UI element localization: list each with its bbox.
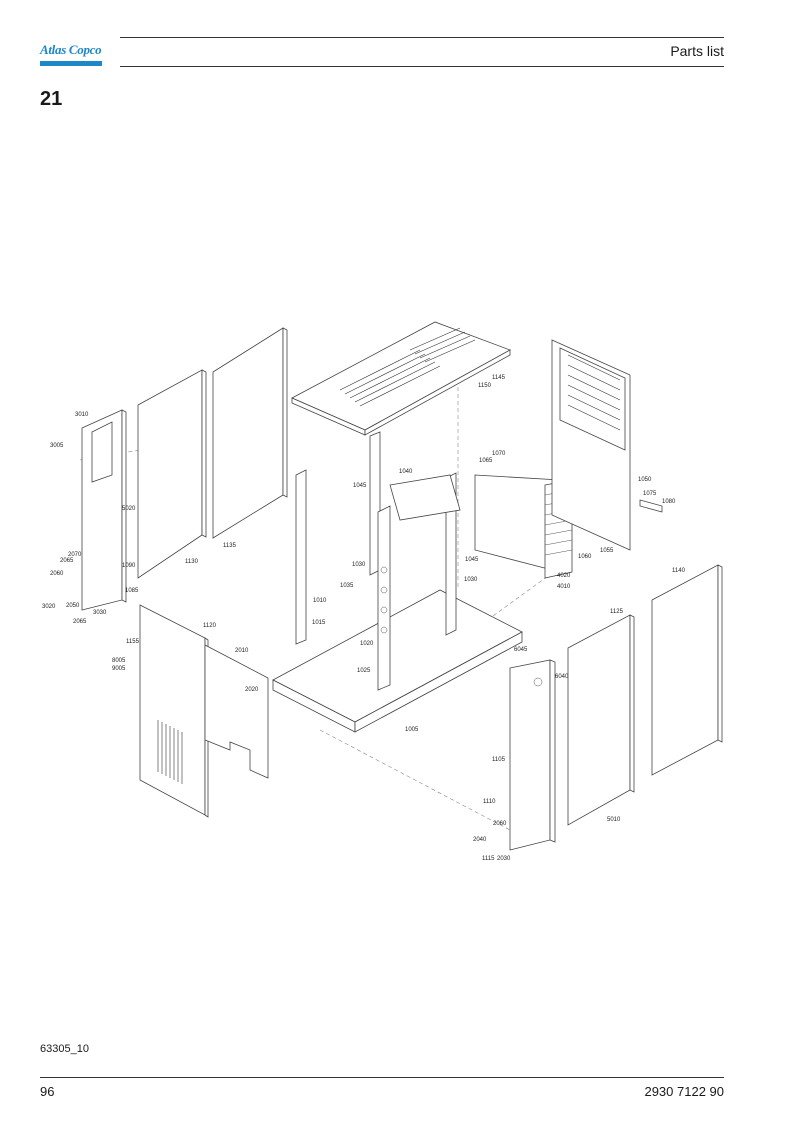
page-number: 96 — [40, 1084, 55, 1099]
logo-bar — [40, 61, 102, 66]
callout-label: 2070 — [68, 552, 82, 558]
header-rule-top — [120, 37, 724, 38]
callout-label: 2040 — [473, 837, 487, 843]
callout-label: 1020 — [360, 641, 374, 647]
callout-label: 3020 — [42, 604, 56, 610]
callout-label: 1030 — [464, 577, 478, 583]
callout-label: 1040 — [399, 469, 413, 475]
base-frame — [272, 589, 523, 733]
callout-label: 4010 — [557, 584, 571, 590]
callout-label: 1110 — [483, 799, 496, 805]
callout-label: 1150 — [478, 383, 492, 389]
drawing-reference: 63305_10 — [40, 1043, 89, 1055]
callout-label: 6040 — [555, 674, 569, 680]
document-number: 2930 7122 90 — [644, 1084, 724, 1099]
atlas-copco-logo: Atlas Copco — [40, 40, 102, 66]
header-title: Parts list — [670, 43, 724, 59]
left-door-frame — [81, 409, 127, 611]
callout-label: 1045 — [353, 483, 367, 489]
callout-label: 3030 — [93, 610, 107, 616]
callout-label: 1090 — [122, 563, 136, 569]
footer-rule — [40, 1077, 724, 1078]
callout-label: 1060 — [578, 554, 592, 560]
callout-label: 4020 — [557, 573, 571, 579]
callout-label: 1070 — [492, 451, 506, 457]
front-right-door-1140 — [651, 564, 723, 776]
callout-label: 1155 — [126, 639, 140, 645]
callout-label: 3005 — [50, 443, 64, 449]
front-right-door-1125 — [567, 614, 635, 826]
callout-label: 2065 — [60, 558, 74, 564]
callout-label: 1085 — [125, 588, 139, 594]
callout-label: 5010 — [607, 817, 621, 823]
logo-wordmark: Atlas Copco — [40, 42, 102, 57]
callout-label: 9005 — [112, 666, 126, 672]
callout-label: 1035 — [340, 583, 354, 589]
rear-panel — [551, 339, 663, 551]
callout-label: 2010 — [235, 648, 249, 654]
callout-label: 5020 — [122, 506, 136, 512]
callout-label: 2060 — [50, 571, 64, 577]
callout-label: 2065 — [73, 619, 87, 625]
callout-label: 1030 — [352, 562, 366, 568]
left-side-panel-1135 — [212, 327, 288, 539]
exploded-view-svg: 3010 3005 5020 1130 1135 2070 2065 2060 … — [42, 321, 723, 862]
callout-label: 1120 — [203, 623, 217, 629]
front-left-door-1120 — [139, 604, 209, 818]
callout-label: 2020 — [245, 687, 259, 693]
callout-label: 1135 — [223, 543, 237, 549]
callout-label: 1005 — [405, 727, 419, 733]
callout-label: 1065 — [479, 458, 493, 464]
callout-label: 8005 — [112, 658, 126, 664]
callout-label: 1125 — [610, 609, 624, 615]
front-left-inner-panel-2010 — [204, 644, 269, 779]
callout-label: 2030 — [497, 856, 511, 862]
callout-label: 1140 — [672, 568, 686, 574]
callout-label: 1130 — [185, 559, 199, 565]
callout-label: 1025 — [357, 668, 371, 674]
callout-label: 1010 — [313, 598, 327, 604]
frame-uprights — [295, 431, 461, 691]
section-number: 21 — [40, 88, 63, 110]
callout-label: 1105 — [492, 757, 506, 763]
callout-label: 1145 — [492, 375, 506, 381]
callout-label: 1015 — [312, 620, 326, 626]
callout-label: 1050 — [638, 477, 652, 483]
callout-label: 1115 — [482, 856, 495, 862]
callout-label: 1080 — [662, 499, 676, 505]
callout-label: 6045 — [514, 647, 528, 653]
callout-label: 3010 — [75, 412, 89, 418]
callout-label: 1045 — [465, 557, 479, 563]
header-rule-bottom — [120, 66, 724, 67]
callout-label: 1055 — [600, 548, 614, 554]
roof-panel — [291, 321, 511, 436]
front-right-door-1105 — [509, 659, 556, 851]
callout-label: 2050 — [66, 603, 80, 609]
callout-label: 1075 — [643, 491, 657, 497]
exploded-parts-drawing: 3010 3005 5020 1130 1135 2070 2065 2060 … — [40, 310, 760, 880]
callout-label: 2060 — [493, 821, 507, 827]
assembly-line — [319, 729, 511, 831]
left-side-panel-1130 — [137, 369, 207, 579]
